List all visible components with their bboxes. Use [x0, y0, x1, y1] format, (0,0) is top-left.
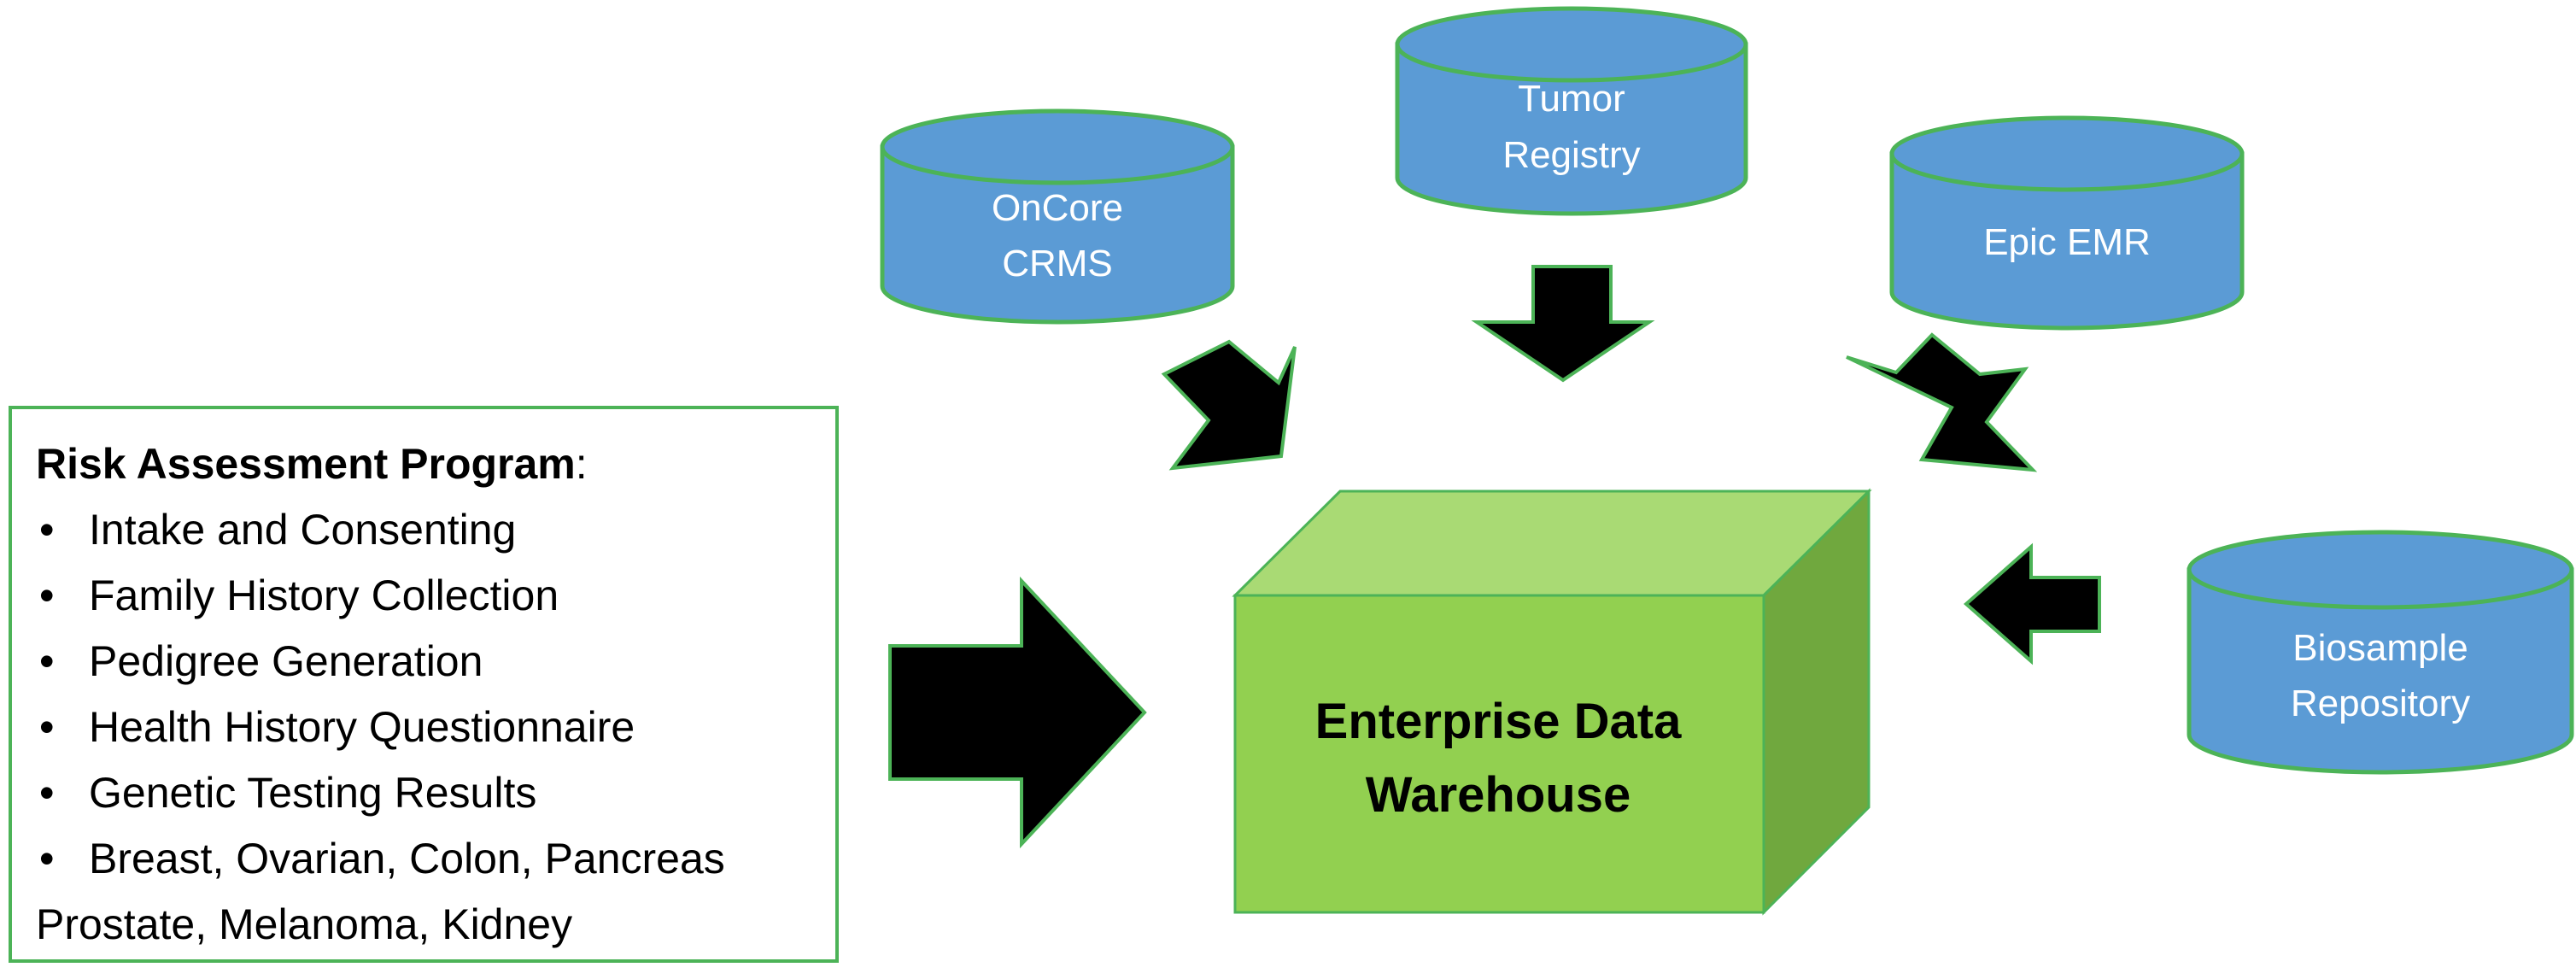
bullet-icon: •: [39, 637, 55, 685]
epic-emr-cylinder: Epic EMR: [1889, 115, 2245, 331]
cylinder-top: [2187, 530, 2574, 610]
cylinder-top: [1889, 115, 2245, 192]
arrow-from-oncore-crms: [1161, 339, 1297, 471]
enterprise-data-warehouse-cube: Enterprise Data Warehouse: [1232, 488, 1872, 916]
oncore-label-line2: CRMS: [1002, 243, 1113, 284]
oncore-label-line1: OnCore: [992, 187, 1123, 229]
list-item: • Health History Questionnaire: [36, 695, 835, 760]
list-item: • Pedigree Generation: [36, 629, 835, 695]
cube-front-face: [1233, 594, 1765, 914]
list-item-text: Pedigree Generation: [89, 637, 483, 685]
risk-assessment-program-box: Risk Assessment Program: • Intake and Con…: [9, 406, 839, 963]
list-item-text: Family History Collection: [89, 572, 559, 619]
risk-program-title: Risk Assessment Program:: [36, 431, 835, 497]
cylinder-top: [880, 108, 1235, 185]
cylinder-body: [1395, 42, 1748, 216]
bullet-icon: •: [39, 506, 55, 554]
risk-program-list: • Intake and Consenting • Family History C…: [36, 497, 835, 892]
cube-top-face: [1232, 489, 1872, 597]
arrow-from-epic-emr: [1846, 332, 2038, 472]
bullet-icon: •: [39, 769, 55, 817]
risk-program-title-text: Risk Assessment Program: [36, 440, 576, 488]
list-item: • Family History Collection: [36, 563, 835, 629]
bullet-icon: •: [39, 572, 55, 619]
cylinder-body: [880, 144, 1235, 325]
oncore-crms-cylinder: OnCore CRMS: [880, 108, 1235, 325]
title-colon: :: [575, 440, 588, 488]
tumor-label-line2: Registry: [1502, 134, 1640, 176]
list-item-text: Breast, Ovarian, Colon, Pancreas: [89, 835, 725, 882]
bullet-icon: •: [39, 835, 55, 882]
cylinder-body: [2187, 567, 2574, 775]
list-item: • Breast, Ovarian, Colon, Pancreas: [36, 826, 835, 892]
biosample-label-line2: Repository: [2291, 683, 2470, 724]
list-item: • Intake and Consenting: [36, 497, 835, 563]
list-continuation: Prostate, Melanoma, Kidney: [36, 900, 573, 948]
bullet-icon: •: [39, 703, 55, 751]
arrow-down-from-tumor-registry: [1471, 265, 1655, 383]
list-item-text: Health History Questionnaire: [89, 703, 635, 751]
tumor-label-line1: Tumor: [1518, 78, 1625, 120]
arrow-from-biosample-repository: [1963, 542, 2101, 665]
list-item: • Genetic Testing Results: [36, 760, 835, 826]
warehouse-label-line1: Enterprise Data: [1315, 694, 1682, 749]
epic-label: Epic EMR: [1983, 221, 2151, 263]
cylinder-body: [1889, 151, 2245, 331]
list-item-text: Genetic Testing Results: [89, 769, 537, 817]
biosample-label-line1: Biosample: [2292, 627, 2468, 669]
biosample-repository-cylinder: Biosample Repository: [2187, 530, 2574, 775]
arrow-from-risk-assessment-program: [888, 576, 1147, 849]
cylinder-top: [1395, 6, 1748, 83]
tumor-registry-cylinder: Tumor Registry: [1395, 6, 1748, 216]
list-item-text: Intake and Consenting: [89, 506, 517, 554]
warehouse-label-line2: Warehouse: [1366, 767, 1630, 823]
